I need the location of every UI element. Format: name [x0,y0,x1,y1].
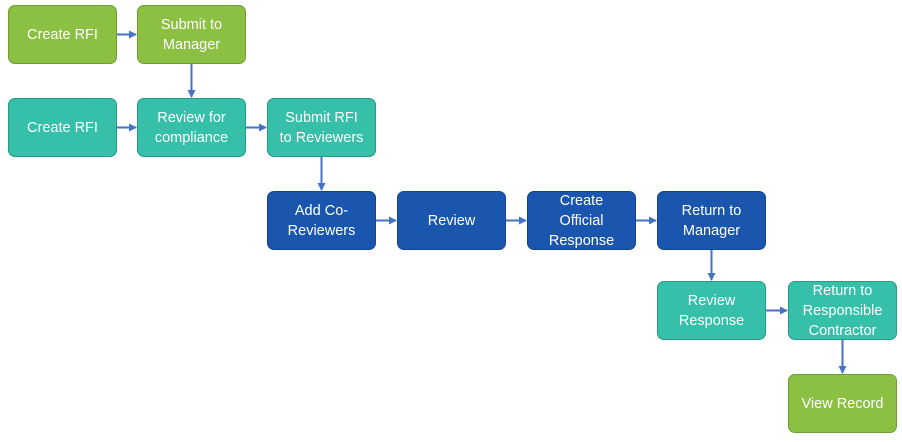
create-official-response-label: Create Official Response [548,192,615,249]
create-rfi-label: Create RFI [27,119,98,136]
return-to-responsible-contractor-node: Return to Responsible Contractor [788,281,897,340]
return-to-manager-label: Return to Manager [681,202,742,239]
review-for-compliance-node: Review for compliance [137,98,246,157]
add-co-reviewers-node: Add Co- Reviewers [267,191,376,250]
submit-to-manager-node: Submit to Manager [137,5,246,64]
review-for-compliance-label: Review for compliance [154,109,229,146]
create-rfi-node-green: Create RFI [8,5,117,64]
add-co-reviewers-label: Add Co- Reviewers [287,202,356,239]
create-rfi-label: Create RFI [27,26,98,43]
view-record-node: View Record [788,374,897,433]
review-node: Review [397,191,506,250]
review-response-node: Review Response [657,281,766,340]
submit-to-manager-label: Submit to Manager [160,16,223,53]
return-to-manager-node: Return to Manager [657,191,766,250]
submit-rfi-to-reviewers-label: Submit RFI to Reviewers [279,109,364,146]
review-label: Review [427,212,476,229]
return-to-responsible-contractor-label: Return to Responsible Contractor [802,282,883,339]
review-response-label: Review Response [678,292,745,329]
view-record-label: View Record [801,395,884,412]
create-rfi-node-teal: Create RFI [8,98,117,157]
submit-rfi-to-reviewers-node: Submit RFI to Reviewers [267,98,376,157]
create-official-response-node: Create Official Response [527,191,636,250]
